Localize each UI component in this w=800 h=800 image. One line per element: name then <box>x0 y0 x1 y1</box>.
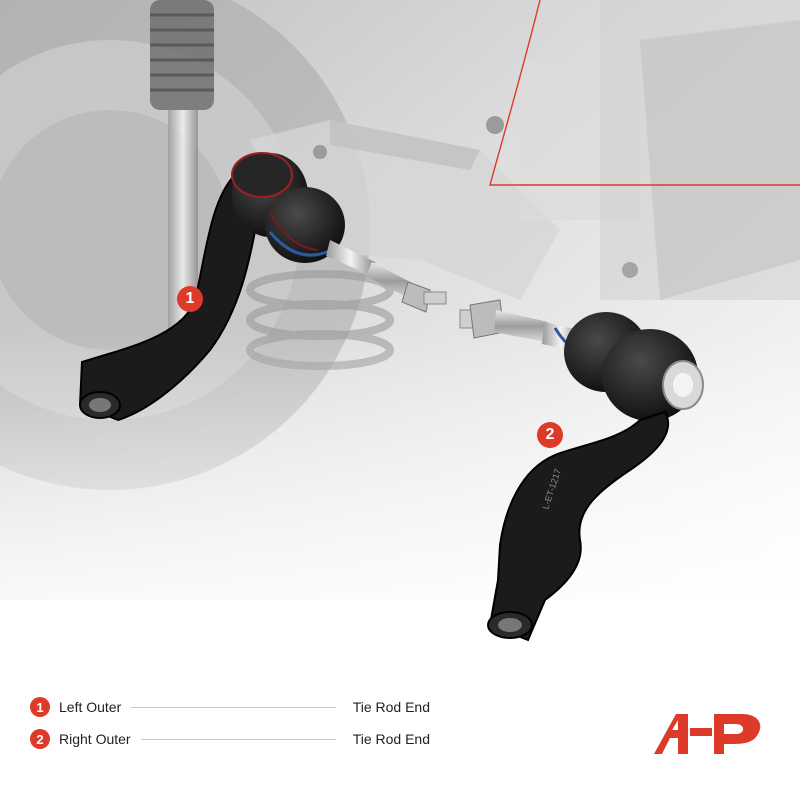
marker-2-badge: 2 <box>537 422 563 448</box>
legend-label: Left Outer <box>59 699 122 715</box>
legend-row-right-outer: 2 Right Outer Tie Rod End <box>30 728 430 750</box>
legend-description: Tie Rod End <box>352 699 430 715</box>
legend-description: Tie Rod End <box>352 731 430 747</box>
left-tie-rod-end <box>78 152 447 422</box>
legend-label: Right Outer <box>59 731 131 747</box>
legend-row-left-outer: 1 Left Outer Tie Rod End <box>30 696 430 718</box>
right-tie-rod-end <box>459 299 704 642</box>
legend-number-badge: 1 <box>30 697 50 717</box>
suspension-photo: L-ET-1217 <box>0 0 800 660</box>
legend-number-badge: 2 <box>30 729 50 749</box>
marker-1-badge: 1 <box>177 286 203 312</box>
part-legend: 1 Left Outer Tie Rod End 2 Right Outer T… <box>30 696 430 760</box>
legend-divider <box>140 738 336 740</box>
brand-logo-icon <box>654 714 761 754</box>
legend-divider <box>131 706 336 708</box>
